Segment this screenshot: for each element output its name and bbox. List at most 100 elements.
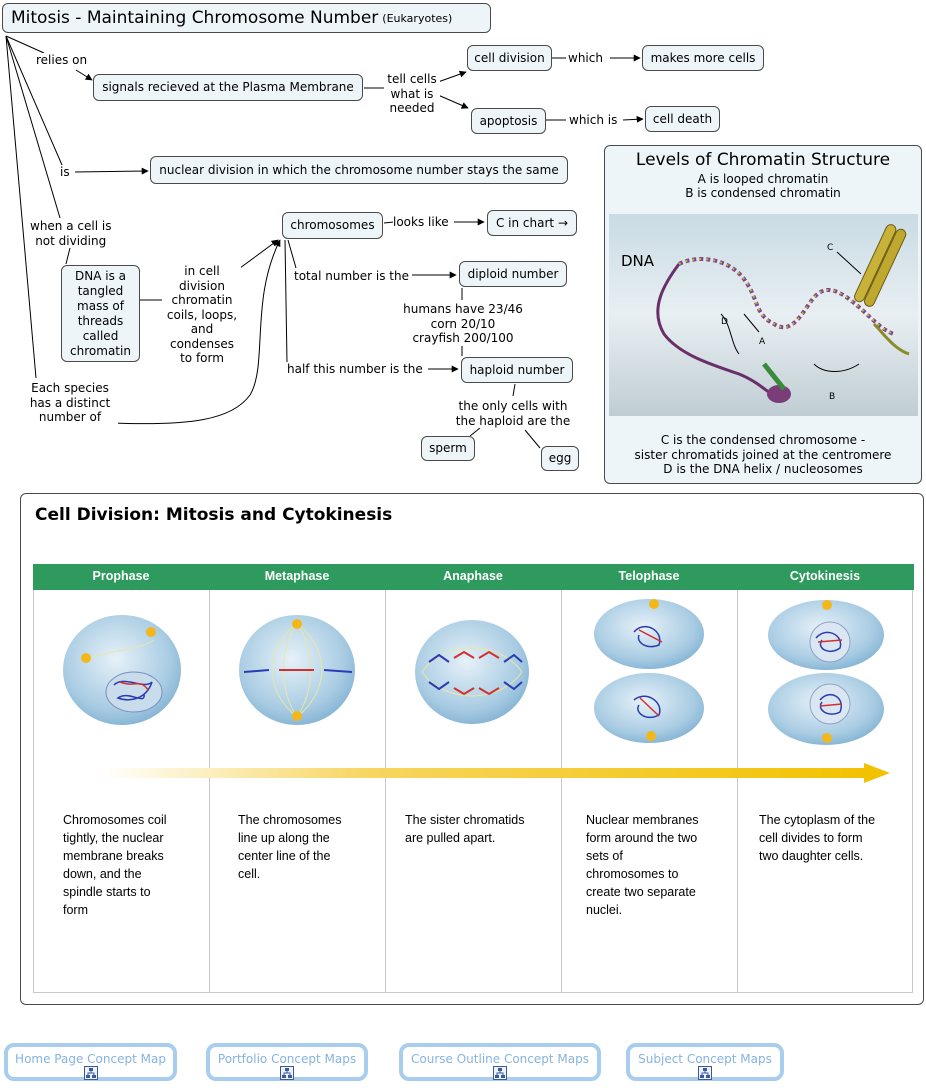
- link-only-cells: the only cells with the haploid are the: [452, 399, 574, 428]
- label-dna: DNA: [621, 252, 655, 270]
- in-cell-line: division: [179, 278, 225, 293]
- tell-cells-line: tell cells: [387, 72, 437, 86]
- desc-line: The cytoplasm of the: [759, 813, 876, 827]
- node-egg[interactable]: egg: [541, 446, 579, 471]
- each-species-line: Each species: [31, 381, 109, 395]
- dna-line: DNA is a: [75, 268, 126, 283]
- in-cell-line: and: [190, 322, 214, 336]
- chromatin-caption-1: C is the condensed chromosome -: [660, 433, 866, 447]
- dna-line: threads: [77, 313, 124, 328]
- concept-map-icon[interactable]: [493, 1066, 507, 1080]
- phase-desc-telophase: Nuclear membranes form around the two se…: [586, 811, 699, 919]
- node-signals[interactable]: signals recieved at the Plasma Membrane: [93, 74, 363, 101]
- nav-home-concept-map[interactable]: Home Page Concept Map: [4, 1043, 177, 1081]
- phase-name: Prophase: [92, 569, 150, 583]
- dna-line: mass of: [77, 298, 124, 313]
- link-humans: humans have 23/46 corn 20/10 crayfish 20…: [402, 302, 524, 346]
- metaphase-cell: [239, 615, 355, 725]
- humans-line: corn 20/10: [430, 316, 496, 331]
- node-cell-division[interactable]: cell division: [467, 45, 552, 71]
- node-cell-death[interactable]: cell death: [645, 106, 720, 132]
- chromatin-line-a: A is looped chromatin: [697, 172, 829, 186]
- node-dna-tangled[interactable]: DNA is a tangled mass of threads called …: [61, 265, 140, 362]
- desc-line: Nuclear membranes: [586, 813, 699, 827]
- desc-line: Chromosomes coil: [63, 813, 167, 827]
- when-line: when a cell is: [30, 219, 112, 233]
- desc-line: chromosomes to: [586, 867, 679, 881]
- humans-line: crayfish 200/100: [412, 331, 514, 345]
- desc-line: nuclei.: [586, 903, 623, 917]
- column-divider: [209, 590, 210, 992]
- dna-line: called: [82, 328, 119, 343]
- cytokinesis-cell: [768, 600, 884, 745]
- desc-line: cell.: [238, 867, 261, 881]
- prophase-cell: [63, 615, 181, 725]
- only-cells-line: the only cells with: [458, 399, 568, 413]
- only-cells-line: the haploid are the: [455, 413, 571, 428]
- chromatin-caption-3: D is the DNA helix / nucleosomes: [663, 462, 863, 476]
- phase-illustrations: [63, 599, 890, 783]
- node-diploid[interactable]: diploid number: [459, 261, 567, 287]
- column-divider: [737, 590, 738, 992]
- link-relies-on: relies on: [36, 53, 88, 68]
- desc-line: cell divides to form: [759, 831, 863, 845]
- desc-line: line up along the: [238, 831, 330, 845]
- progress-arrow-bar: [100, 768, 870, 778]
- node-sperm[interactable]: sperm: [421, 436, 475, 461]
- when-line: not dividing: [35, 233, 107, 248]
- map-title-text: Mitosis - Maintaining Chromosome Number: [11, 7, 379, 28]
- phase-header: Prophase Metaphase Anaphase Telophase Cy…: [33, 564, 914, 590]
- dna-line: chromatin: [70, 343, 131, 358]
- in-cell-line: coils, loops,: [166, 307, 238, 322]
- concept-map-icon[interactable]: [698, 1066, 712, 1080]
- node-c-in-chart[interactable]: C in chart →: [487, 210, 577, 236]
- link-each-species: Each species has a distinct number of: [22, 381, 118, 425]
- nav-portfolio-label: Portfolio Concept Maps: [217, 1052, 357, 1066]
- desc-line: form: [63, 903, 88, 917]
- chromatin-panel[interactable]: Levels of Chromatin Structure A is loope…: [604, 145, 922, 484]
- desc-line: spindle starts to: [63, 885, 151, 899]
- phase-name: Metaphase: [264, 569, 330, 583]
- concept-map-icon[interactable]: [83, 1066, 98, 1080]
- in-cell-line: condenses: [169, 336, 235, 351]
- link-half-number: half this number is the: [287, 362, 423, 377]
- link-which-is: which is: [569, 113, 618, 128]
- phase-desc-cytokinesis: The cytoplasm of the cell divides to for…: [759, 811, 875, 865]
- concept-map-icon[interactable]: [280, 1066, 294, 1080]
- phase-table: Prophase Metaphase Anaphase Telophase Cy…: [33, 564, 914, 993]
- node-chromosomes[interactable]: chromosomes: [282, 212, 383, 239]
- in-cell-line: in cell: [184, 264, 220, 278]
- desc-line: form around the two: [586, 831, 698, 845]
- node-apoptosis[interactable]: apoptosis: [471, 108, 546, 134]
- column-divider: [561, 590, 562, 992]
- desc-line: down, and the: [63, 867, 142, 881]
- label-d: D: [721, 317, 728, 327]
- nav-subject-concept-maps[interactable]: Subject Concept Maps: [626, 1043, 784, 1081]
- chromatin-illustration: DNA D A B C: [609, 214, 918, 416]
- map-title: Mitosis - Maintaining Chromosome Number …: [2, 3, 491, 33]
- nav-course-label: Course Outline Concept Maps: [411, 1052, 589, 1066]
- link-is: is: [60, 165, 70, 180]
- desc-line: The chromosomes: [238, 813, 342, 827]
- desc-line: two daughter cells.: [759, 849, 864, 863]
- tell-cells-line: needed: [389, 101, 435, 115]
- node-makes-more-cells[interactable]: makes more cells: [642, 45, 764, 71]
- node-nuclear-division[interactable]: nuclear division in which the chromosome…: [150, 156, 568, 184]
- link-tell-cells: tell cells what is needed: [384, 72, 440, 116]
- cell-division-panel[interactable]: Cell Division: Mitosis and Cytokinesis P…: [20, 493, 924, 1005]
- node-haploid[interactable]: haploid number: [461, 357, 573, 383]
- progress-arrow-head: [864, 763, 890, 783]
- humans-line: humans have 23/46: [403, 302, 523, 316]
- nav-course-outline-concept-maps[interactable]: Course Outline Concept Maps: [399, 1043, 601, 1081]
- tell-cells-line: what is: [390, 86, 434, 101]
- phase-desc-anaphase: The sister chromatids are pulled apart.: [405, 811, 524, 847]
- column-divider: [385, 590, 386, 992]
- in-cell-line: chromatin: [171, 293, 233, 307]
- desc-line: center line of the: [238, 849, 331, 863]
- each-species-line: number of: [38, 410, 102, 424]
- link-which: which: [568, 51, 603, 66]
- chromatin-line-b: B is condensed chromatin: [685, 186, 841, 200]
- chromatin-caption-2: sister chromatids joined at the centrome…: [634, 448, 892, 462]
- nav-portfolio-concept-maps[interactable]: Portfolio Concept Maps: [206, 1043, 368, 1081]
